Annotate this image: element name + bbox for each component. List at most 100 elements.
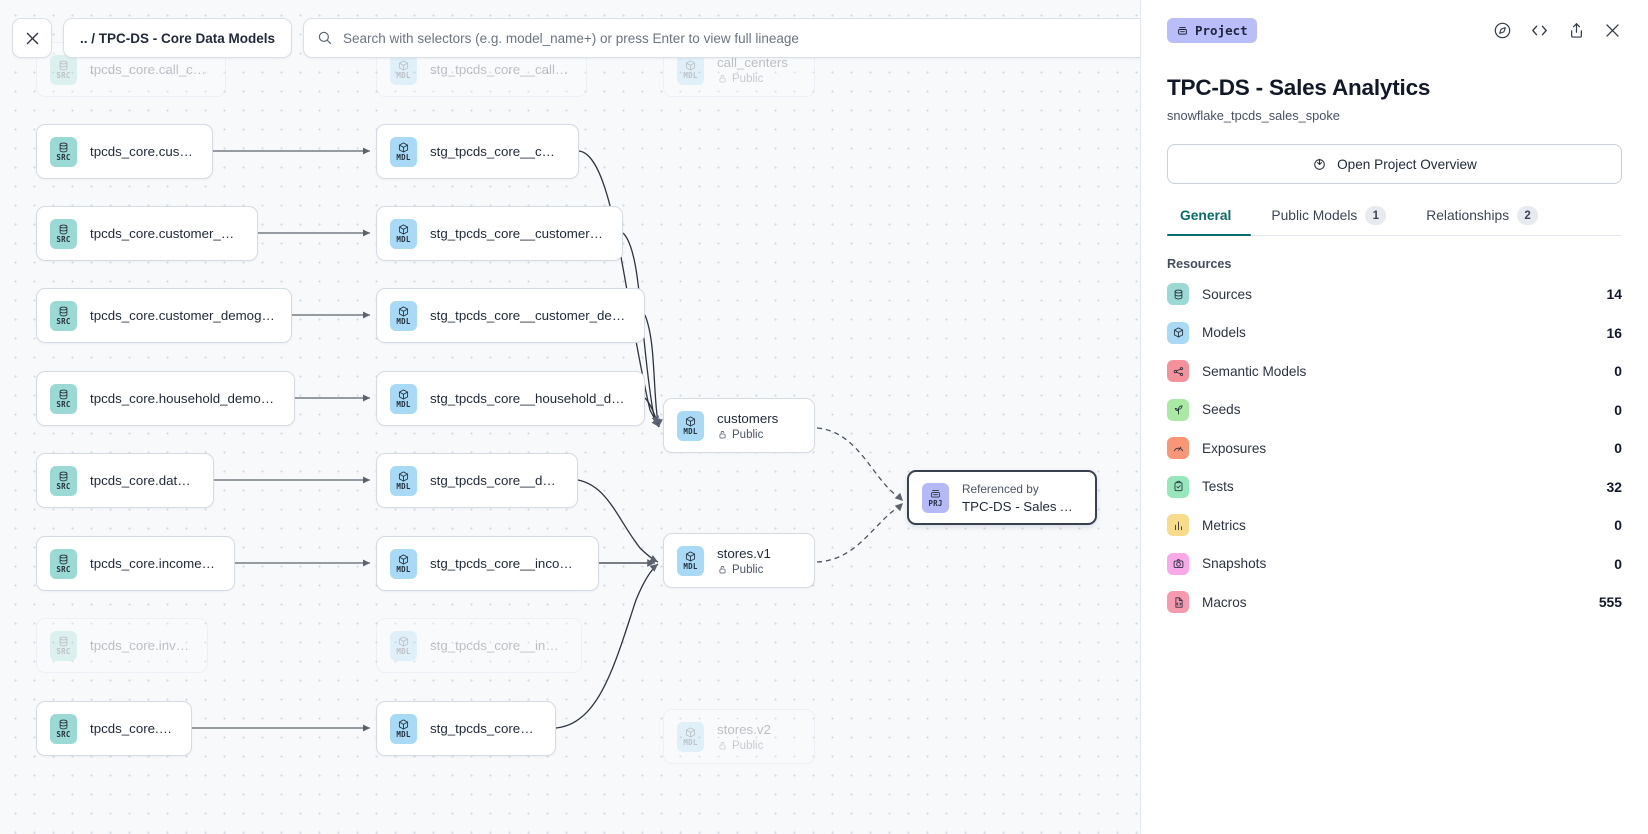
cube-icon [684, 550, 697, 563]
resource-row-sources[interactable]: Sources 14 [1167, 279, 1622, 310]
lineage-node-label: customers [717, 410, 779, 426]
lineage-node-label: stg_tpcds_core__customer_address [430, 226, 606, 241]
resource-type-chip: Project [1167, 17, 1257, 43]
lineage-node-label: tpcds_core.date_dim [90, 473, 197, 488]
search-bar[interactable] [303, 18, 1140, 58]
lineage-node-src_cust_demo[interactable]: SRC tpcds_core.customer_demographics [36, 288, 292, 343]
share-icon[interactable] [1567, 21, 1586, 40]
lineage-node-label: TPC-DS - Sales Analytics [962, 498, 1079, 514]
resource-label: Sources [1202, 286, 1252, 302]
resource-row-seeds[interactable]: Seeds 0 [1167, 395, 1622, 426]
lineage-node-text: tpcds_core.inventory [90, 638, 191, 653]
search-icon [318, 31, 332, 45]
database-icon-badge: SRC [50, 713, 77, 744]
close-lineage-button[interactable] [12, 18, 52, 58]
lineage-canvas[interactable]: .. / TPC-DS - Core Data Models [0, 0, 1140, 834]
lineage-node-text: stg_tpcds_core__income_band [430, 556, 582, 571]
lineage-node-text: stg_tpcds_core__customer [430, 144, 562, 159]
lineage-node-text: tpcds_core.store [90, 721, 175, 736]
lineage-node-label: tpcds_core.customer_demographics [90, 308, 275, 323]
lineage-node-label: stg_tpcds_core__income_band [430, 556, 582, 571]
search-input[interactable] [343, 30, 1135, 46]
dbt-logo-icon [1314, 158, 1325, 170]
database-icon [57, 305, 70, 318]
database-icon [1167, 283, 1189, 306]
open-project-overview-label: Open Project Overview [1337, 156, 1477, 172]
resource-count: 14 [1606, 286, 1622, 303]
resource-count: 555 [1598, 594, 1622, 611]
resource-count: 32 [1606, 478, 1622, 495]
open-project-overview-button[interactable]: Open Project Overview [1167, 144, 1622, 184]
lineage-node-text: stg_tpcds_core__date_dim [430, 473, 561, 488]
close-panel-icon[interactable] [1603, 21, 1622, 40]
tab-count: 1 [1365, 206, 1387, 225]
project-icon [1178, 26, 1187, 35]
breadcrumb[interactable]: .. / TPC-DS - Core Data Models [63, 18, 293, 58]
tab-count: 2 [1517, 206, 1539, 225]
file-code-icon [1167, 591, 1189, 614]
explore-icon[interactable] [1493, 21, 1512, 40]
database-icon [57, 223, 70, 236]
cube-icon [397, 223, 410, 236]
visibility-label: Public [732, 563, 764, 576]
cube-icon-badge: MDL [677, 721, 704, 752]
cube-icon-badge: MDL [390, 630, 417, 661]
code-icon[interactable] [1529, 20, 1550, 41]
bar-chart-icon [1167, 514, 1189, 537]
resource-count: 0 [1614, 401, 1622, 418]
lineage-node-text: tpcds_core.customer_demographics [90, 308, 275, 323]
lineage-node-src_store[interactable]: SRC tpcds_core.store [36, 701, 192, 756]
gauge-icon [1167, 437, 1189, 460]
lineage-node-mdl_cust_demo[interactable]: MDLstg_tpcds_core__customer_demogra… [376, 288, 645, 343]
lineage-node-label: stg_tpcds_core__date_dim [430, 473, 561, 488]
page-title: TPC-DS - Sales Analytics [1167, 75, 1431, 100]
camera-icon [1167, 552, 1189, 575]
lineage-node-text: tpcds_core.date_dim [90, 473, 197, 488]
lineage-node-label: stg_tpcds_core__household_demogr… [430, 391, 628, 406]
lineage-node-label: tpcds_core.call_center [90, 62, 209, 77]
visibility-label: Public [732, 72, 764, 85]
lineage-node-label: stg_tpcds_core__customer_demogra… [430, 308, 628, 323]
cube-icon [684, 59, 697, 72]
visibility-badge: Public [717, 429, 778, 441]
database-icon-badge: SRC [50, 548, 77, 579]
visibility-badge: Public [717, 564, 771, 576]
lineage-node-mdl_hh_demo[interactable]: MDLstg_tpcds_core__household_demogr… [376, 371, 645, 426]
database-icon [57, 59, 70, 72]
resource-label: Seeds [1202, 402, 1241, 418]
cube-icon [397, 388, 410, 401]
database-icon [57, 388, 70, 401]
project-identifier: snowflake_tpcds_sales_spoke [1167, 108, 1340, 123]
database-icon-badge: SRC [50, 300, 77, 331]
tab-general[interactable]: General [1167, 206, 1252, 236]
resource-label: Exposures [1202, 440, 1267, 456]
